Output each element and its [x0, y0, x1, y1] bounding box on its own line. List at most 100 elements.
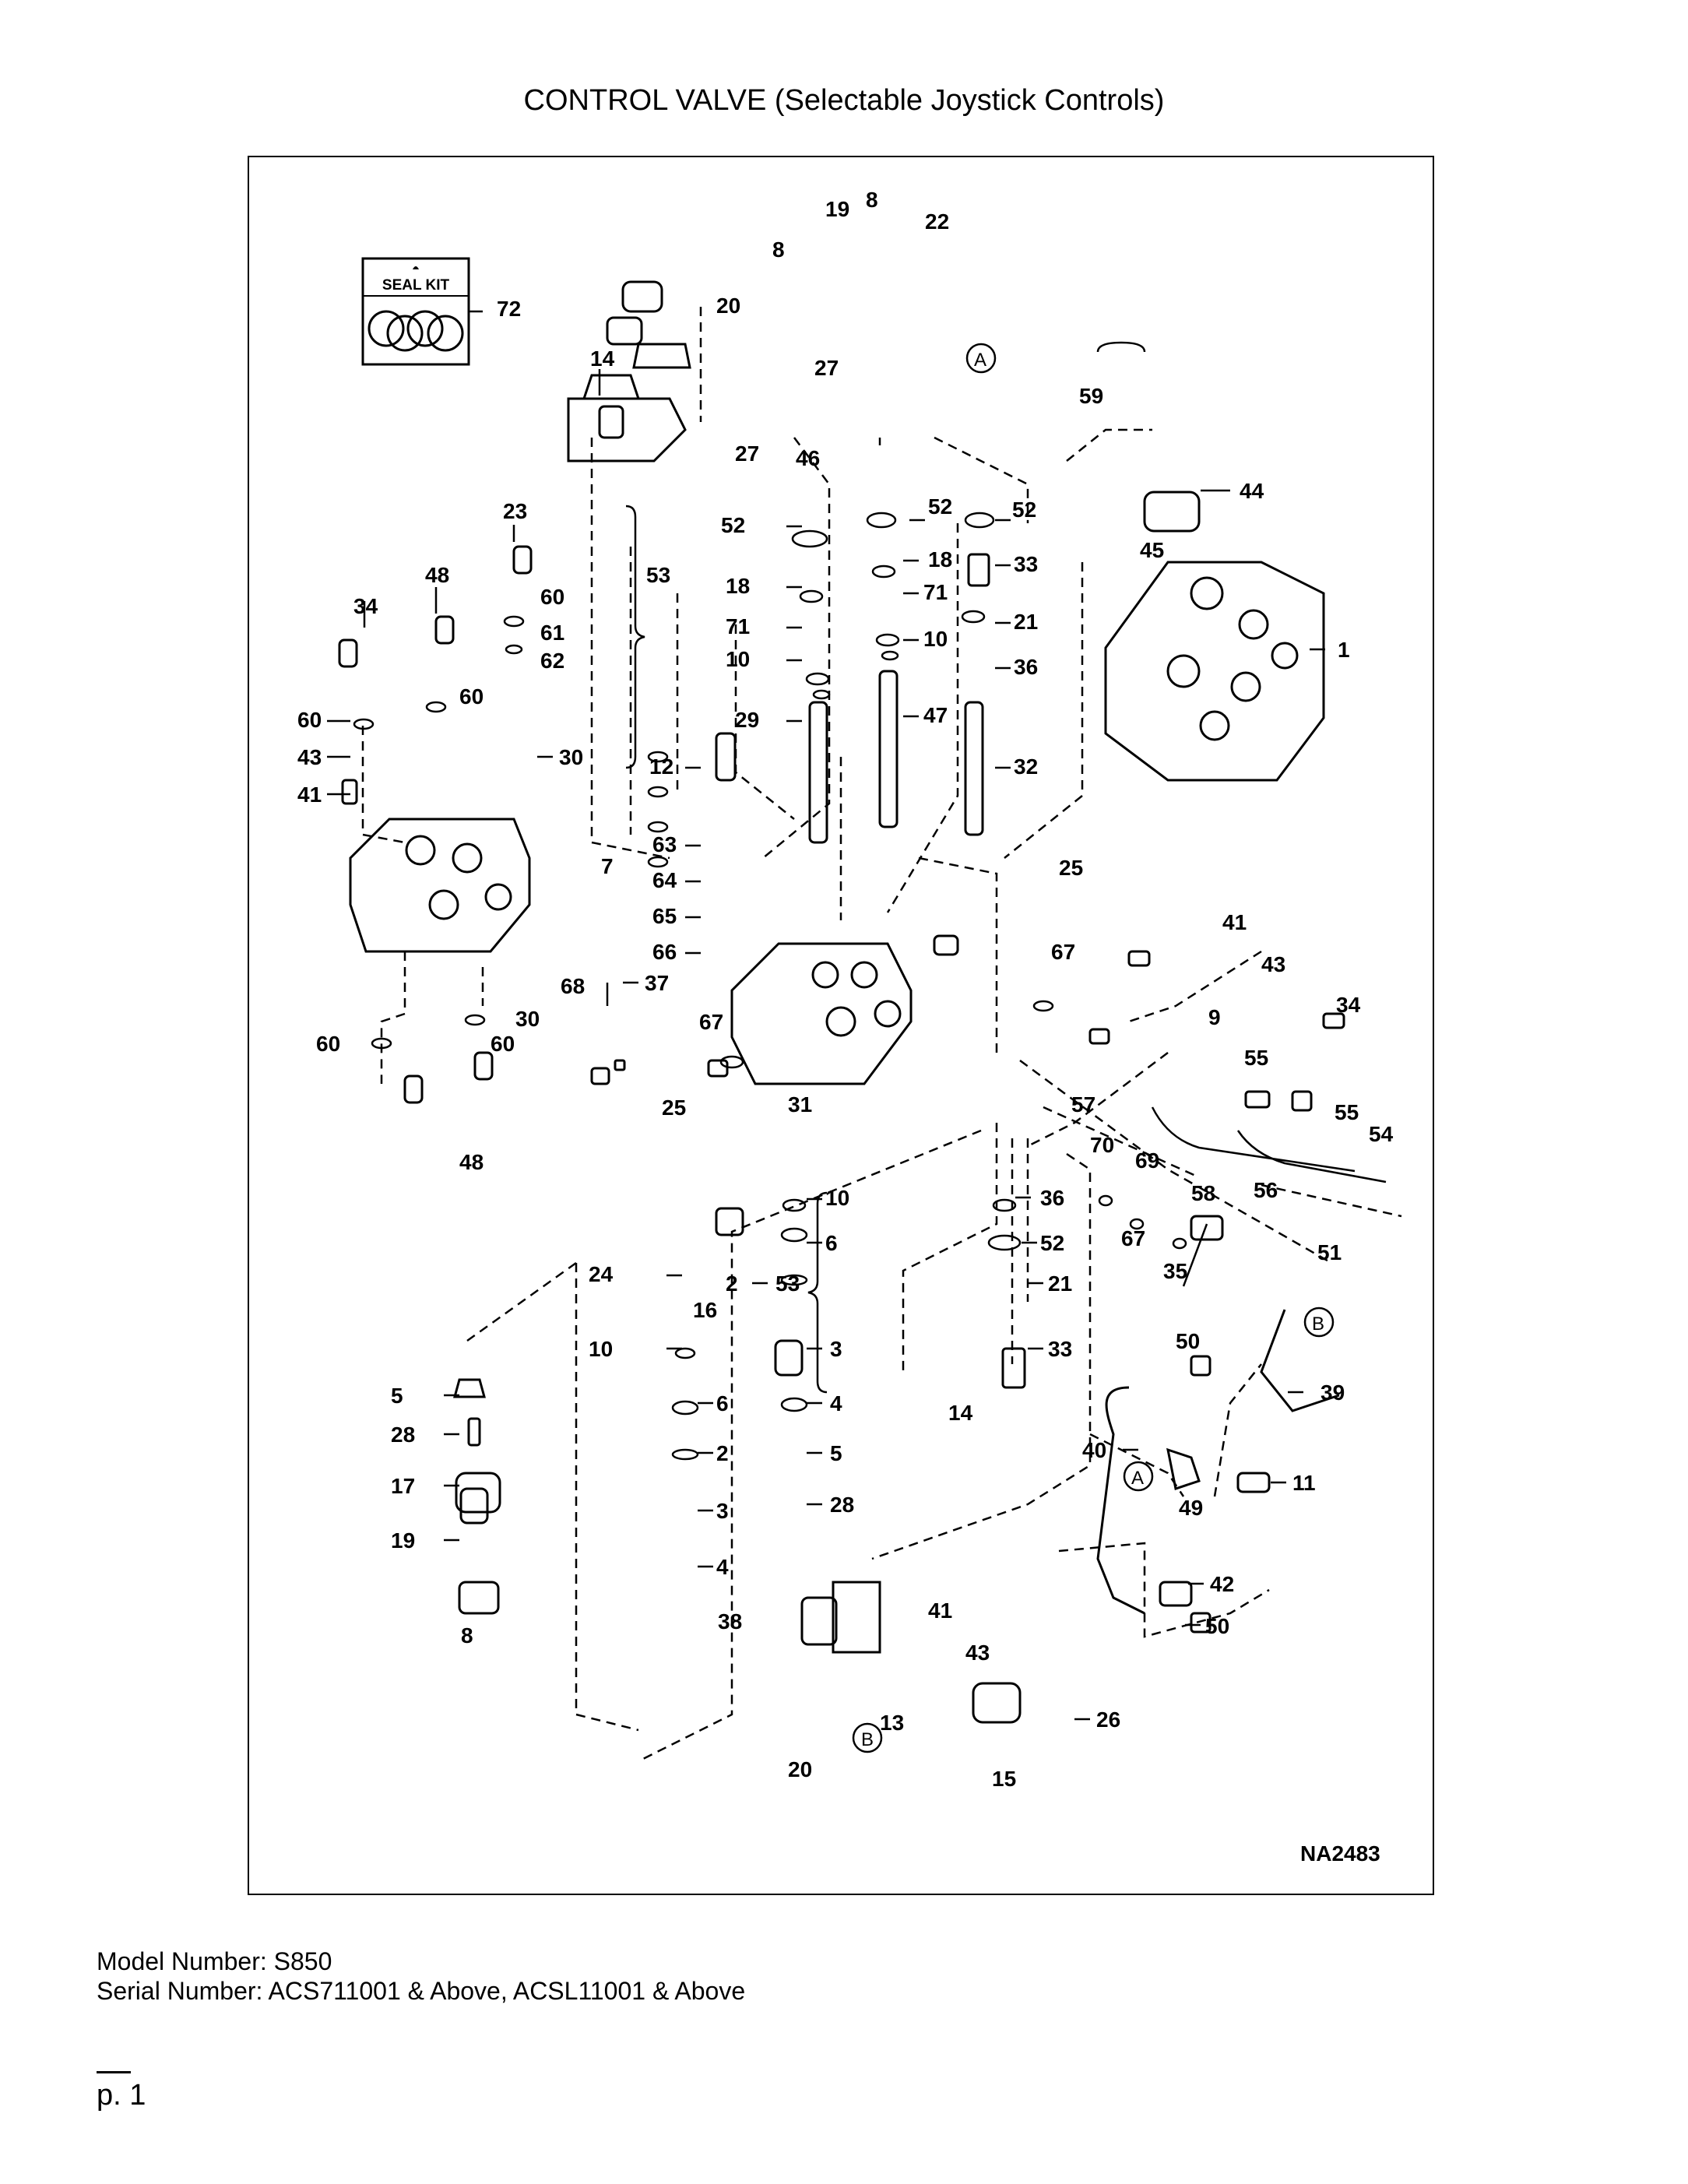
- callout-49: 49: [1179, 1496, 1203, 1520]
- callout-11: 11: [1292, 1471, 1316, 1495]
- callout-labels: 72 14 53 23 48 60 61 62 60 34 60 43 41 3…: [297, 188, 1394, 1791]
- callout-52: 52: [721, 513, 745, 537]
- callout-65: 65: [652, 904, 677, 928]
- callout-13: 13: [880, 1711, 904, 1735]
- callout-5: 5: [830, 1441, 842, 1465]
- callout-21: 21: [1048, 1271, 1072, 1296]
- callout-60: 60: [297, 708, 322, 732]
- callout-59: 59: [1079, 384, 1103, 408]
- callout-1: 1: [1338, 638, 1350, 662]
- callout-20: 20: [788, 1757, 812, 1781]
- callout-38: 38: [718, 1609, 742, 1634]
- callout-66: 66: [652, 940, 677, 964]
- callout-30: 30: [515, 1007, 540, 1031]
- ref-b-circle: B: [1312, 1314, 1324, 1335]
- callout-14: 14: [590, 346, 615, 371]
- ref-b-circle: B: [861, 1729, 874, 1750]
- callout-64: 64: [652, 868, 677, 892]
- callout-20: 20: [716, 294, 740, 318]
- callout-30: 30: [559, 745, 583, 769]
- callout-25: 25: [1059, 856, 1083, 880]
- callout-60: 60: [459, 684, 484, 709]
- callout-19: 19: [825, 197, 849, 221]
- callout-67: 67: [699, 1010, 723, 1034]
- seal-kit-label: SEAL KIT: [382, 277, 450, 294]
- callout-56: 56: [1254, 1178, 1278, 1202]
- callout-23: 23: [503, 499, 527, 523]
- grouping-braces: [625, 341, 1387, 1394]
- callout-48: 48: [459, 1150, 484, 1174]
- model-number: Model Number: S850: [97, 1947, 332, 1975]
- callout-22: 22: [925, 209, 949, 234]
- callout-27: 27: [814, 356, 839, 380]
- callout-3: 3: [830, 1337, 842, 1361]
- callout-31: 31: [788, 1092, 812, 1117]
- callout-10: 10: [825, 1186, 849, 1210]
- callout-61: 61: [540, 621, 564, 645]
- parts-diagram-frame: SEAL KIT: [248, 156, 1434, 1895]
- callout-7: 7: [601, 854, 614, 878]
- seal-kit-graphic: SEAL KIT: [361, 257, 470, 366]
- serial-number: Serial Number: ACS711001 & Above, ACSL11…: [97, 1977, 746, 2005]
- seals-and-orings: [353, 512, 1187, 1461]
- callout-62: 62: [540, 649, 564, 673]
- callout-2: 2: [716, 1441, 729, 1465]
- callout-12: 12: [649, 754, 673, 779]
- callout-36: 36: [1040, 1186, 1064, 1210]
- callout-68: 68: [561, 974, 585, 998]
- callout-10: 10: [726, 647, 750, 671]
- callout-33: 33: [1048, 1337, 1072, 1361]
- callout-18: 18: [726, 574, 750, 598]
- callout-34: 34: [353, 594, 378, 618]
- callout-2: 2: [726, 1271, 738, 1296]
- callout-60: 60: [540, 585, 564, 609]
- callout-50: 50: [1176, 1329, 1200, 1353]
- callout-69: 69: [1135, 1148, 1159, 1173]
- callout-28: 28: [830, 1493, 854, 1517]
- callout-15: 15: [992, 1767, 1016, 1791]
- callout-71: 71: [923, 580, 948, 604]
- callout-43: 43: [965, 1641, 990, 1665]
- callout-10: 10: [589, 1337, 613, 1361]
- callout-36: 36: [1014, 655, 1038, 679]
- callout-4: 4: [716, 1555, 729, 1579]
- callout-43: 43: [297, 745, 322, 769]
- callout-44: 44: [1240, 479, 1264, 503]
- callout-48: 48: [425, 563, 449, 587]
- callout-39: 39: [1321, 1380, 1345, 1405]
- callout-18: 18: [928, 547, 952, 571]
- callout-52: 52: [1012, 498, 1036, 522]
- callout-4: 4: [830, 1391, 842, 1416]
- callout-6: 6: [716, 1391, 729, 1416]
- callout-60: 60: [316, 1032, 340, 1056]
- callout-60: 60: [491, 1032, 515, 1056]
- part-shapes: [338, 280, 1345, 1724]
- callout-41: 41: [297, 783, 322, 807]
- callout-55: 55: [1335, 1100, 1359, 1124]
- reference-circles: [852, 343, 1335, 1753]
- callout-3: 3: [716, 1499, 729, 1523]
- callout-53: 53: [775, 1271, 800, 1296]
- callout-45: 45: [1140, 538, 1164, 562]
- callout-51: 51: [1317, 1240, 1342, 1264]
- callout-72: 72: [497, 297, 521, 321]
- callout-42: 42: [1210, 1572, 1234, 1596]
- callout-32: 32: [1014, 754, 1038, 779]
- callout-8: 8: [461, 1623, 473, 1648]
- callout-52: 52: [1040, 1231, 1064, 1255]
- callout-21: 21: [1014, 610, 1038, 634]
- page-number: p. 1: [97, 2079, 146, 2112]
- dashed-leader-lines: [361, 307, 1402, 1763]
- callout-63: 63: [652, 832, 677, 856]
- callout-24: 24: [589, 1262, 614, 1286]
- callout-58: 58: [1191, 1181, 1215, 1205]
- callout-28: 28: [391, 1423, 415, 1447]
- callout-52: 52: [928, 494, 952, 519]
- callout-leader-ticks: [327, 310, 1325, 1721]
- callout-43: 43: [1261, 952, 1285, 976]
- exploded-parts-diagram: SEAL KIT: [297, 188, 1402, 1866]
- callout-50: 50: [1205, 1614, 1229, 1638]
- callout-41: 41: [1222, 910, 1247, 934]
- callout-33: 33: [1014, 552, 1038, 576]
- ref-a-circle: A: [1131, 1468, 1144, 1489]
